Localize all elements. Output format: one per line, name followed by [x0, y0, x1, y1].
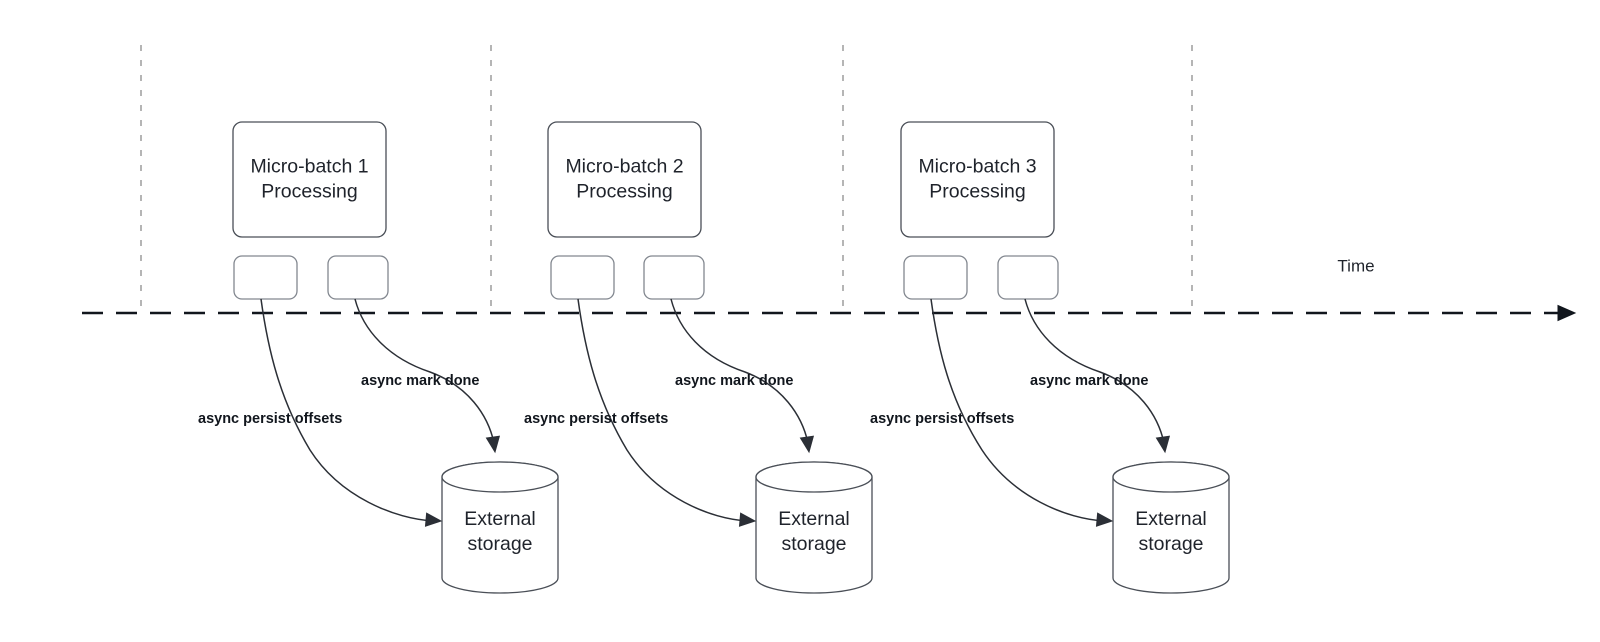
task-box-mark[interactable] — [643, 255, 705, 300]
micro-batch-process-label-line1: Micro-batch 3 — [918, 156, 1036, 178]
edge-async-mark-done-arrowhead-icon — [485, 435, 501, 454]
edge-async-mark-done-label: async mark done — [361, 373, 479, 389]
micro-batch-process-label-line1: Micro-batch 2 — [565, 156, 683, 178]
time-axis-label: Time — [1337, 256, 1374, 275]
task-box-mark[interactable] — [997, 255, 1059, 300]
edge-async-mark-done — [670, 298, 809, 444]
edge-async-persist-offsets-arrowhead-icon — [1095, 512, 1114, 527]
edge-async-persist-offsets — [577, 298, 749, 522]
task-box-persist[interactable] — [903, 255, 968, 300]
time-axis-layer — [82, 304, 1577, 322]
micro-batch-process-label-line2: Processing — [929, 181, 1025, 203]
micro-batch-process-label-line2: Processing — [261, 181, 357, 203]
external-storage-label-line2: storage — [1138, 533, 1203, 555]
micro-batch-process-box[interactable] — [900, 121, 1055, 238]
micro-batch-process-label-line2: Processing — [576, 181, 672, 203]
task-box-persist[interactable] — [550, 255, 615, 300]
external-storage-label-line1: External — [778, 508, 850, 530]
edge-async-persist-offsets-label: async persist offsets — [524, 411, 668, 427]
edge-async-persist-offsets — [930, 298, 1106, 522]
micro-batch-process-box[interactable] — [547, 121, 702, 238]
edge-async-persist-offsets — [260, 298, 435, 522]
edge-async-persist-offsets-label: async persist offsets — [198, 411, 342, 427]
external-storage-label-line1: External — [464, 508, 536, 530]
external-storage-cylinder-top — [755, 461, 873, 493]
micro-batch-process-label-line1: Micro-batch 1 — [250, 156, 368, 178]
external-storage-label-line2: storage — [467, 533, 532, 555]
micro-batch-process-box[interactable] — [232, 121, 387, 238]
external-storage-cylinder-top — [1112, 461, 1230, 493]
external-storage-cylinder-top — [441, 461, 559, 493]
edge-async-persist-offsets-arrowhead-icon — [738, 512, 757, 527]
edge-async-mark-done-arrowhead-icon — [799, 435, 815, 454]
external-storage-label-line2: storage — [781, 533, 846, 555]
edge-async-persist-offsets-arrowhead-icon — [424, 512, 443, 527]
edge-async-mark-done — [354, 298, 495, 444]
time-axis-arrowhead-icon — [1557, 304, 1577, 322]
edge-async-mark-done-label: async mark done — [1030, 373, 1148, 389]
edge-async-mark-done — [1024, 298, 1165, 444]
task-box-persist[interactable] — [233, 255, 298, 300]
edge-async-persist-offsets-label: async persist offsets — [870, 411, 1014, 427]
edge-async-mark-done-arrowhead-icon — [1155, 435, 1171, 454]
task-box-mark[interactable] — [327, 255, 389, 300]
external-storage-label-line1: External — [1135, 508, 1207, 530]
edge-async-mark-done-label: async mark done — [675, 373, 793, 389]
